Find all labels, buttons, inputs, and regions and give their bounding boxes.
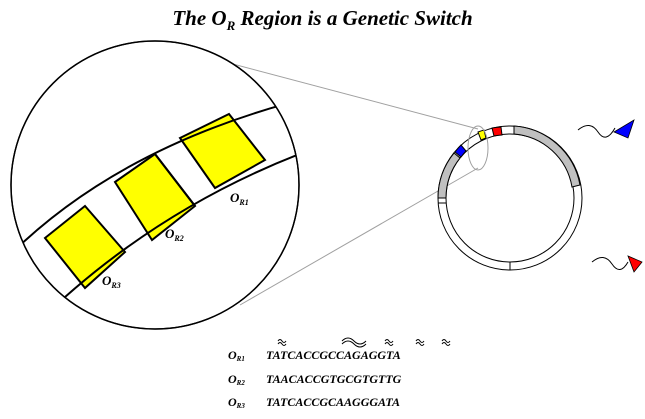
label-or1: OR1 [230,190,249,207]
sequence-markers [277,337,451,348]
page-title: The OR Region is a Genetic Switch [172,6,473,34]
svg-text:TAACACCGTGCGTGTTG: TAACACCGTGCGTGTTG [266,372,402,386]
svg-text:OR3: OR3 [228,395,245,410]
label-or2: OR2 [165,226,184,243]
plasmid-gray-segment-right [513,125,581,188]
zoom-circle [10,40,300,330]
svg-text:TATCACCGCAAGGGATA: TATCACCGCAAGGGATA [266,395,400,409]
svg-text:TATCACCGCCAGAGGTA: TATCACCGCCAGAGGTA [266,348,401,362]
transcript-squiggle-top [577,125,616,138]
sequence-row-or3: OR3 TATCACCGCAAGGGATA [228,395,400,410]
yellow-marker [477,129,487,141]
dna-strand-outer [11,99,299,266]
sequence-row-or2: OR2 TAACACCGTGCGTGTTG [228,372,402,387]
svg-text:OR1: OR1 [228,348,245,363]
sequence-row-or1: OR1 TATCACCGCCAGAGGTA [228,348,401,363]
svg-text:OR2: OR2 [228,372,245,387]
red-marker [491,126,503,137]
label-or3: OR3 [102,273,121,290]
operator-or3-block [43,204,127,290]
red-arrowhead [627,255,643,273]
plasmid-ring [437,125,583,271]
blue-arrowhead [613,119,635,139]
transcript-squiggle-bottom [591,257,629,270]
region-highlight [467,125,489,171]
plasmid-gray-segment-left [437,152,461,199]
blue-marker [454,144,467,158]
